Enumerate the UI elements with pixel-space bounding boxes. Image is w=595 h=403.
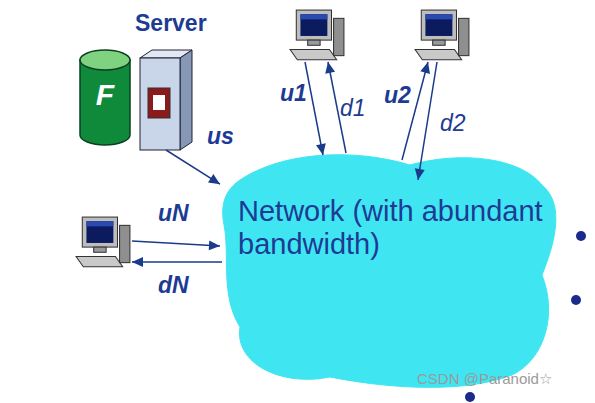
node-text: Server: [135, 10, 207, 37]
storage-cylinder: F: [80, 50, 130, 145]
bandwidth-label: d1: [340, 95, 366, 122]
arrow-head: [208, 174, 220, 184]
arrow-line: [328, 62, 346, 153]
peer-computer: [76, 217, 130, 267]
bandwidth-label: uN: [158, 200, 189, 227]
arrow-line: [402, 62, 428, 160]
bandwidth-label: dN: [158, 272, 189, 299]
dot: [571, 295, 581, 305]
bandwidth-arrows: [132, 62, 437, 267]
arrow-head: [420, 62, 430, 74]
peer-computer: [415, 10, 469, 60]
network-cloud-outline: [220, 145, 560, 390]
arrow-line: [166, 150, 220, 184]
upload-arrow: [166, 150, 220, 184]
dot: [465, 392, 475, 402]
arrow-head: [209, 240, 220, 250]
dot: [576, 231, 586, 241]
arrow-head: [415, 168, 425, 180]
bandwidth-label: d2: [440, 110, 466, 137]
arrow-line: [132, 241, 220, 246]
arrow-line: [418, 62, 437, 180]
watermark: CSDN @Paranoid☆: [417, 370, 552, 388]
edge-label: us: [207, 123, 234, 150]
network-cloud: Network (with abundant bandwidth): [220, 145, 560, 390]
arrow-head: [325, 62, 335, 74]
bandwidth-label: u1: [280, 80, 307, 107]
arrow-line: [305, 62, 323, 155]
arrow-head: [132, 257, 143, 267]
node-text: Network (with abundant bandwidth): [238, 195, 558, 261]
bandwidth-label: u2: [384, 82, 411, 109]
arrow-head: [316, 143, 326, 155]
server-box: Server: [140, 50, 192, 150]
arrow-line: [132, 261, 222, 263]
peer-computer: [290, 10, 344, 60]
server-box-outline: [140, 50, 192, 150]
node-text: F: [80, 78, 130, 112]
